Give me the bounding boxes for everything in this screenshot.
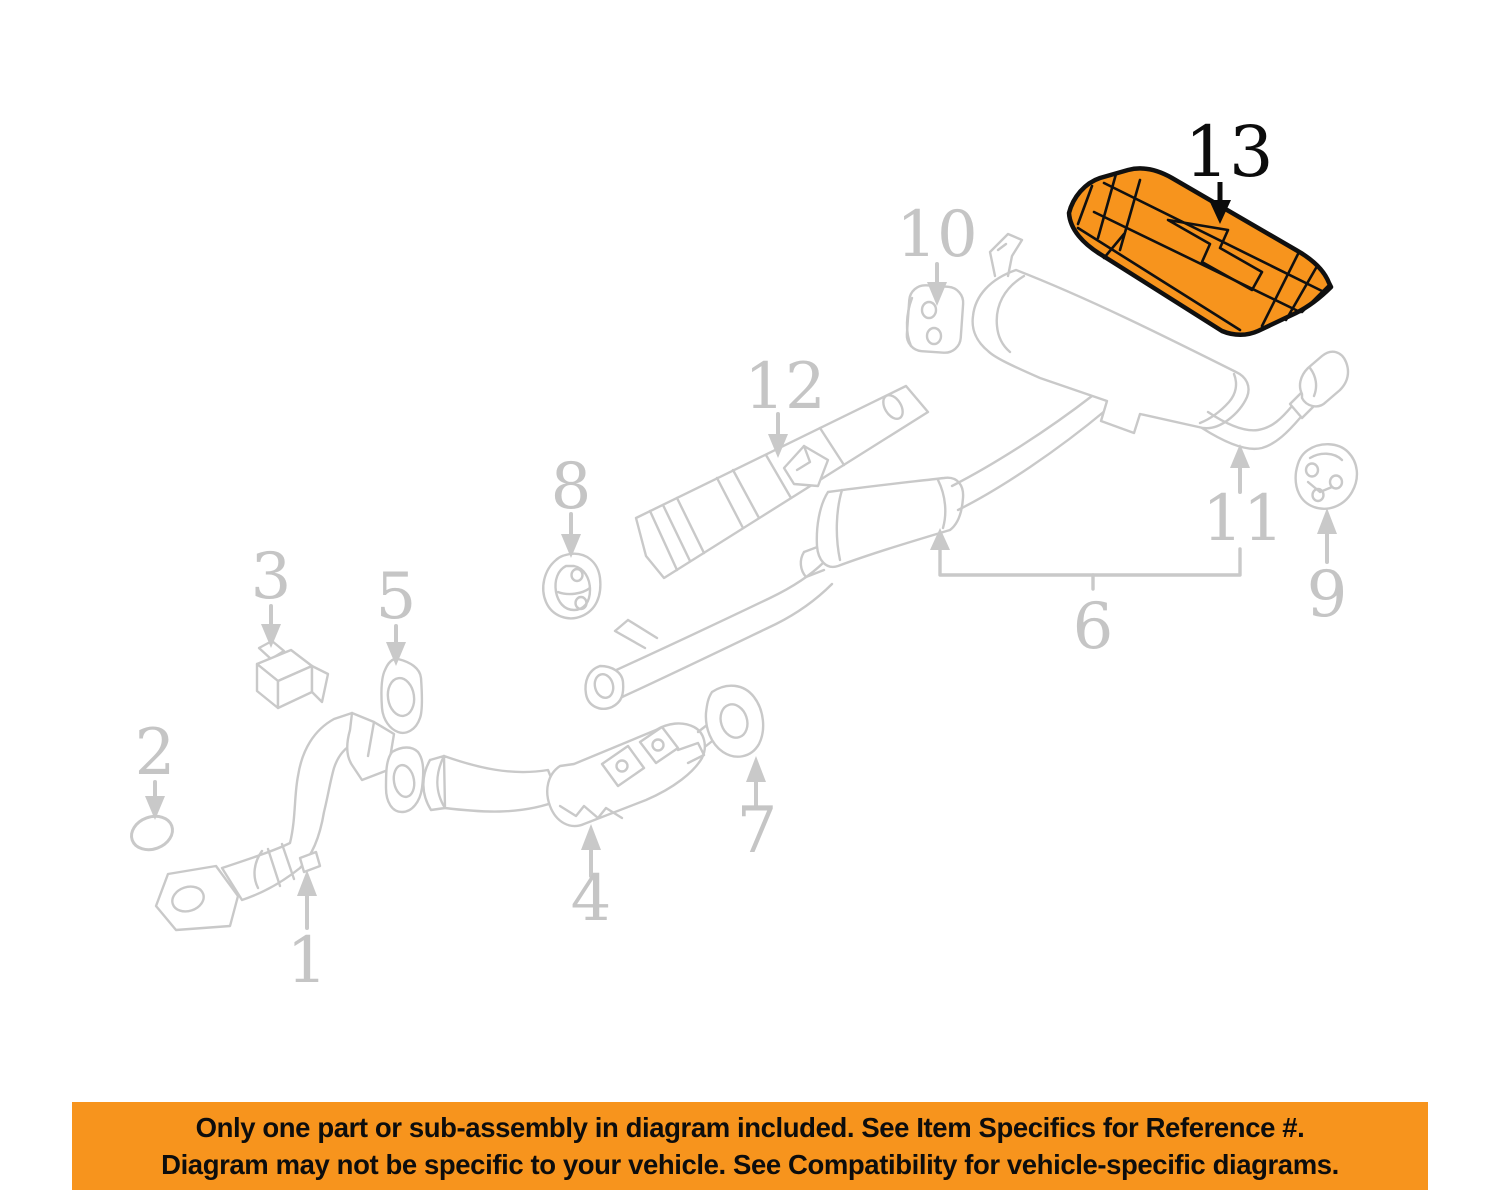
part-12-heat-shield bbox=[634, 384, 930, 580]
callout-label-3: 3 bbox=[251, 540, 292, 614]
muffler-hanger-hook bbox=[988, 232, 1024, 278]
part-resonator-pipe bbox=[584, 560, 834, 710]
part-4-catalytic-converter bbox=[384, 716, 728, 828]
part-1-front-pipe bbox=[154, 711, 396, 932]
part-3-mount-bracket bbox=[255, 639, 330, 710]
callout-label-5: 5 bbox=[376, 560, 417, 634]
part-13-heat-shield-highlighted bbox=[1066, 166, 1334, 337]
part-resonator bbox=[799, 476, 965, 579]
callout-label-1: 1 bbox=[287, 924, 328, 998]
callout-label-7: 7 bbox=[737, 794, 778, 868]
callout-label-12: 12 bbox=[744, 350, 825, 424]
part-13-body bbox=[1066, 166, 1334, 337]
callout-label-6: 6 bbox=[1073, 590, 1114, 664]
callout-6-bracket bbox=[938, 544, 1242, 577]
callout-label-10: 10 bbox=[896, 198, 977, 272]
part-9-hanger-bracket bbox=[1294, 443, 1359, 510]
disclaimer-banner: Only one part or sub-assembly in diagram… bbox=[72, 1102, 1428, 1190]
callout-label-8: 8 bbox=[551, 450, 592, 524]
callout-label-2: 2 bbox=[135, 716, 176, 790]
callout-label-4: 4 bbox=[571, 862, 612, 936]
callout-label-13-highlighted: 13 bbox=[1184, 111, 1273, 193]
callout-label-9: 9 bbox=[1307, 558, 1348, 632]
part-7-gasket bbox=[704, 684, 765, 758]
disclaimer-line-2: Diagram may not be specific to your vehi… bbox=[161, 1149, 1339, 1180]
part-2-gasket-ring bbox=[130, 814, 174, 852]
part-5-gasket bbox=[380, 657, 424, 734]
part-8-rubber-hanger bbox=[542, 552, 602, 620]
disclaimer-line-1: Only one part or sub-assembly in diagram… bbox=[195, 1112, 1305, 1143]
part-connector-pipe bbox=[950, 394, 1108, 512]
part-10-rubber-hanger bbox=[905, 284, 965, 354]
callout-labels: 1 2 3 4 5 6 7 8 9 10 11 12 13 bbox=[135, 111, 1348, 998]
callout-label-11: 11 bbox=[1202, 482, 1283, 556]
callout-arrows bbox=[145, 182, 1337, 930]
part-6-muffler bbox=[971, 232, 1250, 435]
part-11-tailpipe bbox=[1200, 350, 1350, 451]
